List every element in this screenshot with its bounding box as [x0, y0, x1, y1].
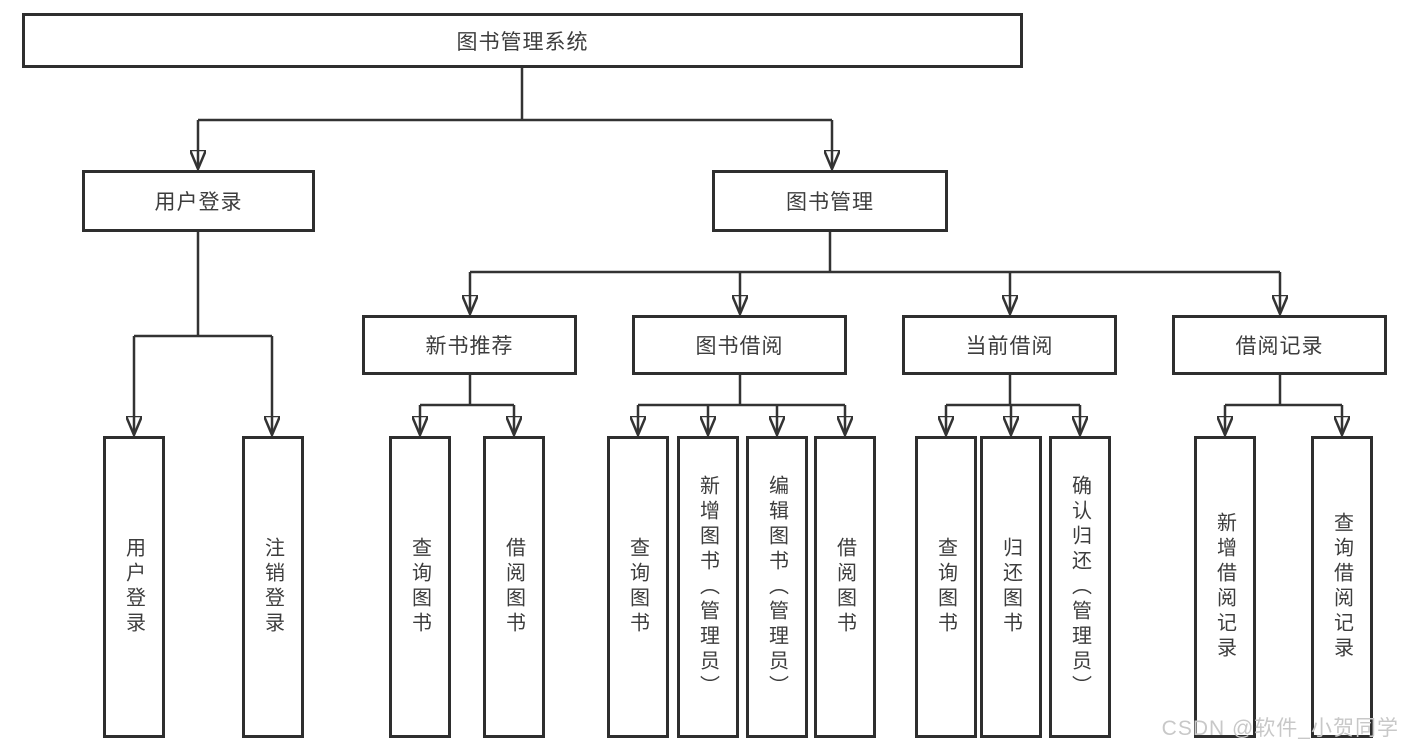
node-label: 借阅记录	[1235, 335, 1324, 358]
leaf-query-books-borrow: 查询图书	[607, 436, 669, 738]
node-user-login: 用户登录	[82, 170, 315, 232]
node-library-management-system: 图书管理系统	[22, 13, 1023, 68]
leaf-label: 注销登录	[261, 537, 284, 637]
leaf-label: 查询图书	[408, 537, 431, 637]
leaf-add-borrow-record: 新增借阅记录	[1194, 436, 1256, 738]
edges-new-book-recommendation-to-leaves	[420, 375, 514, 433]
node-borrowing-records: 借阅记录	[1172, 315, 1387, 375]
leaf-user-login: 用户登录	[103, 436, 165, 738]
leaf-label: 借阅图书	[502, 537, 525, 637]
node-label: 新书推荐	[425, 335, 514, 358]
leaf-label: 新增图书（管理员）	[696, 474, 719, 700]
edges-book-borrowing-to-leaves	[638, 375, 845, 433]
node-label: 图书借阅	[695, 335, 784, 358]
leaf-label: 查询借阅记录	[1330, 512, 1353, 662]
edges-user-login-to-leaves	[134, 232, 272, 433]
edges-current-borrowing-to-leaves	[946, 375, 1080, 433]
leaf-label: 归还图书	[999, 537, 1022, 637]
leaf-label: 查询图书	[934, 537, 957, 637]
edges-borrowing-records-to-leaves	[1225, 375, 1342, 433]
node-book-borrowing: 图书借阅	[632, 315, 847, 375]
leaf-return-books: 归还图书	[980, 436, 1042, 738]
leaf-edit-book-admin: 编辑图书（管理员）	[746, 436, 808, 738]
leaf-query-borrow-record: 查询借阅记录	[1311, 436, 1373, 738]
node-label: 图书管理系统	[456, 30, 589, 54]
leaf-borrow-books-recommend: 借阅图书	[483, 436, 545, 738]
node-new-book-recommendation: 新书推荐	[362, 315, 577, 375]
leaf-label: 查询图书	[626, 537, 649, 637]
leaf-label: 用户登录	[122, 537, 145, 637]
node-label: 用户登录	[154, 191, 243, 214]
node-book-management: 图书管理	[712, 170, 948, 232]
leaf-query-books-recommend: 查询图书	[389, 436, 451, 738]
node-label: 当前借阅	[965, 335, 1054, 358]
leaf-label: 借阅图书	[833, 537, 856, 637]
edges-book-management-to-level3	[470, 232, 1280, 312]
leaf-label: 确认归还（管理员）	[1068, 474, 1091, 700]
leaf-query-books-current: 查询图书	[915, 436, 977, 738]
leaf-borrow-books-borrow: 借阅图书	[814, 436, 876, 738]
leaf-label: 新增借阅记录	[1213, 512, 1236, 662]
leaf-label: 编辑图书（管理员）	[765, 474, 788, 700]
leaf-confirm-return-admin: 确认归还（管理员）	[1049, 436, 1111, 738]
edges-root-to-level2	[198, 68, 832, 167]
leaf-add-book-admin: 新增图书（管理员）	[677, 436, 739, 738]
node-current-borrowing: 当前借阅	[902, 315, 1117, 375]
leaf-logout: 注销登录	[242, 436, 304, 738]
node-label: 图书管理	[786, 191, 874, 214]
